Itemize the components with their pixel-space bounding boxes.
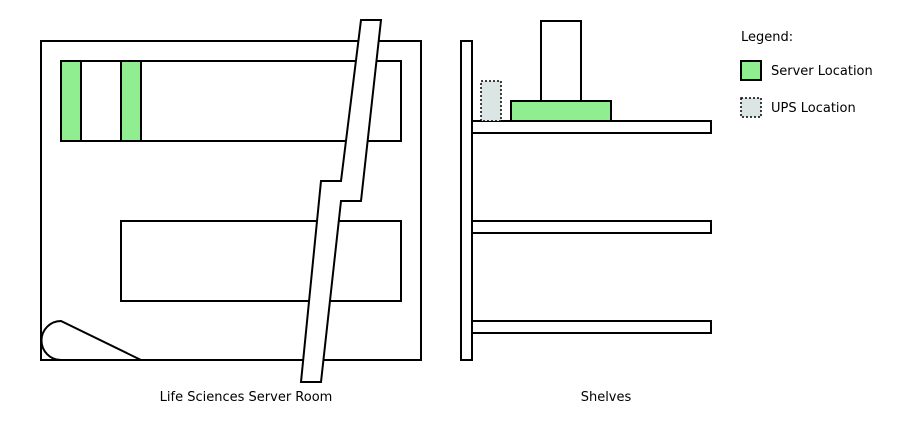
shelf-board-top <box>471 120 712 134</box>
legend-server-swatch <box>740 60 762 81</box>
shelves-side-view <box>460 20 712 361</box>
server-location-shelf <box>510 100 612 122</box>
shelf-upright <box>460 40 473 361</box>
legend: Legend: Server Location UPS Location <box>740 30 873 118</box>
server-location-2 <box>120 60 142 142</box>
legend-ups-label: UPS Location <box>771 101 856 116</box>
room-outline <box>40 40 422 361</box>
legend-server-label: Server Location <box>771 64 873 79</box>
shelf-board-middle <box>471 220 712 234</box>
legend-title: Legend: <box>741 30 793 45</box>
rack-row-bottom <box>120 220 402 302</box>
shelves-caption: Shelves <box>581 390 632 405</box>
ups-location <box>480 80 502 122</box>
room-floor-plan <box>40 40 422 361</box>
legend-ups-swatch <box>740 97 762 118</box>
server-location-1 <box>60 60 82 142</box>
shelf-board-bottom <box>471 320 712 334</box>
door-swing <box>40 319 142 361</box>
diagram-break-band <box>299 19 383 383</box>
room-caption: Life Sciences Server Room <box>160 390 333 405</box>
tower-unit <box>540 20 582 102</box>
